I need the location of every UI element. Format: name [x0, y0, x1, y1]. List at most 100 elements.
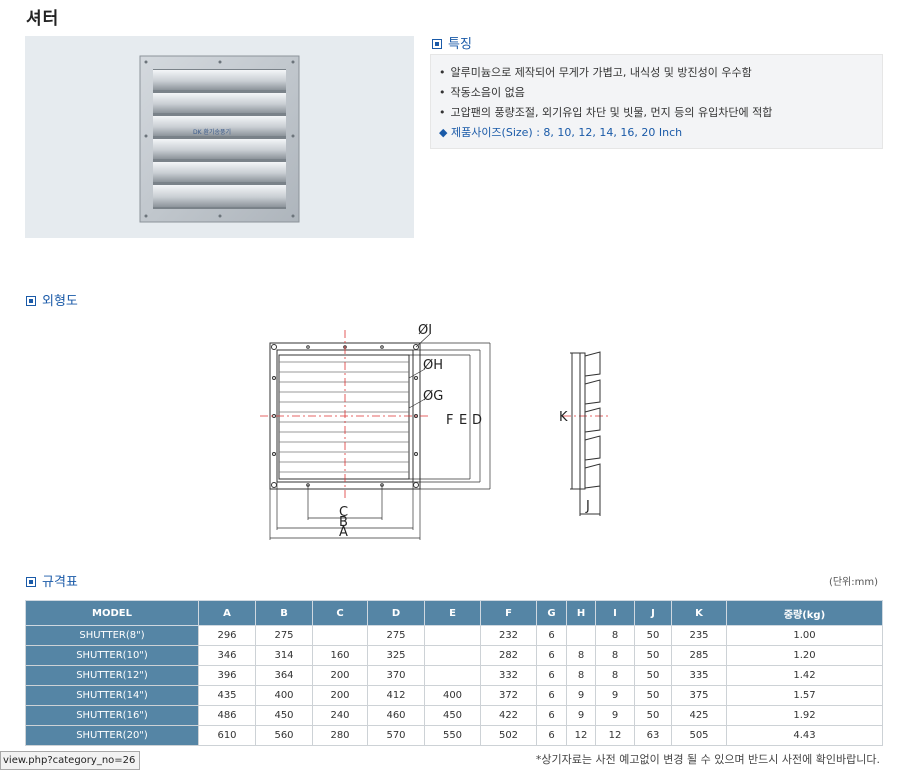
table-cell: 460 [367, 705, 425, 726]
column-header: G [536, 600, 567, 626]
table-cell: 570 [367, 725, 425, 746]
table-cell: 1.57 [726, 685, 883, 706]
column-header: D [367, 600, 425, 626]
column-header: K [671, 600, 727, 626]
product-logo: DK 환기송풍기 [193, 128, 231, 136]
table-cell: 400 [424, 685, 481, 706]
table-cell: 412 [367, 685, 425, 706]
table-cell: 422 [480, 705, 537, 726]
table-cell: 160 [312, 645, 368, 666]
column-header: B [255, 600, 313, 626]
table-cell: 425 [671, 705, 727, 726]
table-cell [424, 625, 481, 646]
table-cell: 325 [367, 645, 425, 666]
model-cell: SHUTTER(16") [25, 705, 199, 726]
table-cell: 400 [255, 685, 313, 706]
table-cell: 560 [255, 725, 313, 746]
table-cell: 8 [595, 665, 635, 686]
feature-size-line: ◆ 제품사이즈(Size) : 8, 10, 12, 14, 16, 20 In… [439, 126, 683, 139]
table-cell: 50 [634, 665, 672, 686]
table-cell: 450 [424, 705, 481, 726]
table-cell: 12 [566, 725, 596, 746]
table-cell: 200 [312, 685, 368, 706]
dim-label-c: C [339, 505, 348, 520]
table-cell: 1.42 [726, 665, 883, 686]
outline-heading: 외형도 [26, 290, 78, 309]
unit-note: (단위:mm) [828, 577, 878, 588]
column-header: A [198, 600, 256, 626]
table-cell: 275 [255, 625, 313, 646]
column-header: H [566, 600, 596, 626]
table-cell: 314 [255, 645, 313, 666]
table-cell: 50 [634, 705, 672, 726]
spec-table: MODEL A B C D E F G H I J K 중량(kg) SHUTT… [25, 600, 883, 746]
table-cell: 50 [634, 625, 672, 646]
features-heading: 특징 [432, 33, 472, 52]
dim-label-phi-i: ØI [418, 323, 432, 338]
table-cell: 63 [634, 725, 672, 746]
dim-label-k: K [559, 410, 568, 425]
table-cell: 9 [566, 705, 596, 726]
table-cell: 486 [198, 705, 256, 726]
page-title: 셔터 [26, 9, 60, 29]
table-cell: 505 [671, 725, 727, 746]
table-cell [312, 625, 368, 646]
table-cell: 9 [595, 685, 635, 706]
table-cell: 9 [595, 705, 635, 726]
product-photo: DK 환기송풍기 [25, 36, 414, 238]
column-header: F [480, 600, 537, 626]
column-header: I [595, 600, 635, 626]
dim-label-e: E [459, 413, 467, 428]
table-cell: 235 [671, 625, 727, 646]
model-cell: SHUTTER(8") [25, 625, 199, 646]
table-cell: 396 [198, 665, 256, 686]
table-cell: 12 [595, 725, 635, 746]
table-cell: 502 [480, 725, 537, 746]
spec-heading: 규격표 [26, 571, 78, 590]
table-cell: 6 [536, 625, 567, 646]
table-cell: 6 [536, 705, 567, 726]
table-cell [424, 645, 481, 666]
table-cell: 435 [198, 685, 256, 706]
table-cell: 8 [566, 645, 596, 666]
features-box: •알루미늄으로 제작되어 무게가 가볍고, 내식성 및 방진성이 우수함 •작동… [430, 54, 883, 149]
column-header: E [424, 600, 481, 626]
table-cell: 6 [536, 665, 567, 686]
table-cell: 346 [198, 645, 256, 666]
table-cell: 6 [536, 685, 567, 706]
square-bullet-icon [26, 296, 36, 306]
spec-header-row: MODEL A B C D E F G H I J K 중량(kg) [25, 600, 883, 626]
outline-drawing: ØI ØH ØG F E D C B A K J [258, 318, 618, 554]
feature-item: •고압팬의 풍량조절, 외기유입 차단 및 빗물, 먼지 등의 유입차단에 적합 [439, 106, 773, 119]
square-bullet-icon [432, 39, 442, 49]
table-cell: 375 [671, 685, 727, 706]
table-cell: 372 [480, 685, 537, 706]
dim-label-d: D [472, 413, 482, 428]
square-bullet-icon [26, 577, 36, 587]
table-cell: 450 [255, 705, 313, 726]
spec-footnote: *상기자료는 사전 예고없이 변경 될 수 있으며 반드시 사전에 확인바랍니다… [535, 753, 880, 766]
table-cell: 200 [312, 665, 368, 686]
column-header: 중량(kg) [726, 600, 883, 626]
table-cell: 282 [480, 645, 537, 666]
table-cell: 364 [255, 665, 313, 686]
dim-label-f: F [446, 413, 453, 428]
table-cell: 8 [595, 625, 635, 646]
feature-item: •작동소음이 없음 [439, 86, 525, 99]
column-header: J [634, 600, 672, 626]
dim-label-b: B [339, 515, 348, 530]
dim-label-a: A [339, 525, 348, 540]
table-cell: 1.92 [726, 705, 883, 726]
table-cell: 232 [480, 625, 537, 646]
dim-label-phi-g: ØG [423, 389, 443, 404]
table-cell: 285 [671, 645, 727, 666]
dim-label-phi-h: ØH [423, 358, 443, 373]
table-cell: 332 [480, 665, 537, 686]
column-header: C [312, 600, 368, 626]
table-cell: 280 [312, 725, 368, 746]
